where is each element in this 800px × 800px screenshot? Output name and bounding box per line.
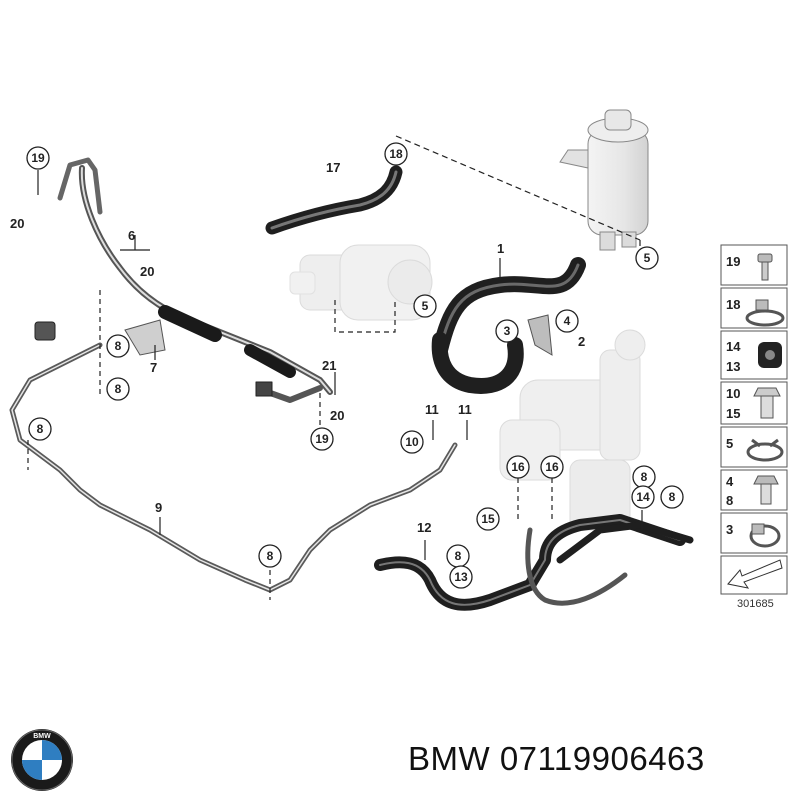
callout-19-top: 19: [26, 146, 50, 170]
svg-text:4: 4: [726, 474, 734, 489]
leader-lines: [27, 135, 643, 600]
callout-14: 14: [631, 485, 655, 509]
svg-text:8: 8: [669, 490, 676, 504]
svg-text:10: 10: [726, 386, 740, 401]
svg-text:19: 19: [31, 151, 45, 165]
callout-8-a: 8: [106, 334, 130, 358]
svg-text:16: 16: [545, 460, 559, 474]
callout-4: 4: [555, 309, 579, 333]
svg-text:8: 8: [115, 382, 122, 396]
label-21: 21: [322, 358, 336, 373]
legend-direction-arrow: [720, 555, 788, 595]
hoses: [9, 157, 694, 611]
hex-bolt-icon: [753, 475, 779, 505]
hose-clamp-icon: [745, 299, 785, 327]
callout-3: 3: [495, 319, 519, 343]
svg-text:BMW: BMW: [33, 733, 51, 740]
svg-text:14: 14: [636, 490, 650, 504]
svg-text:15: 15: [481, 512, 495, 526]
bracket-2: [527, 314, 553, 356]
svg-text:8: 8: [641, 470, 648, 484]
label-11-right: 11: [458, 402, 472, 417]
bracket-7: [124, 319, 166, 356]
callout-8-c: 8: [28, 417, 52, 441]
svg-text:5: 5: [644, 251, 651, 265]
callout-16-right: 16: [540, 455, 564, 479]
legend-row-4-8: 4 8: [720, 469, 788, 511]
label-11-left: 11: [425, 402, 439, 417]
callout-8-d: 8: [258, 544, 282, 568]
svg-text:13: 13: [726, 359, 740, 374]
callout-8-f: 8: [632, 465, 656, 489]
callout-5-tank: 5: [635, 246, 659, 270]
callout-16-left: 16: [506, 455, 530, 479]
label-2: 2: [578, 334, 585, 349]
svg-text:5: 5: [726, 436, 733, 451]
label-20-mid: 20: [140, 264, 154, 279]
svg-text:8: 8: [267, 549, 274, 563]
label-6: 6: [128, 228, 135, 243]
svg-text:4: 4: [564, 314, 571, 328]
svg-text:8: 8: [726, 493, 733, 508]
callout-8-g: 8: [660, 485, 684, 509]
svg-text:14: 14: [726, 339, 741, 354]
legend-row-10-15: 10 15: [720, 381, 788, 425]
svg-text:10: 10: [405, 435, 419, 449]
reservoir-tank: [559, 109, 649, 251]
svg-text:15: 15: [726, 406, 740, 421]
svg-text:18: 18: [726, 297, 740, 312]
label-12: 12: [417, 520, 431, 535]
callout-5-pump: 5: [413, 294, 437, 318]
legend-row-14-13: 14 13: [720, 330, 788, 380]
legend-panel: 19 18 14 13 10 15: [720, 244, 788, 610]
banjo-bolt-icon: [753, 387, 781, 419]
callout-8-b: 8: [106, 377, 130, 401]
callout-10: 10: [400, 430, 424, 454]
legend-row-5: 5: [720, 426, 788, 468]
rubber-mount-part: [34, 321, 56, 341]
callout-8-e: 8: [446, 544, 470, 568]
svg-text:8: 8: [37, 422, 44, 436]
legend-row-19: 19: [720, 244, 788, 286]
label-1: 1: [497, 241, 504, 256]
bolt-icon: [757, 253, 773, 281]
legend-row-3: 3: [720, 512, 788, 554]
label-17: 17: [326, 160, 340, 175]
callout-15: 15: [476, 507, 500, 531]
callout-18: 18: [384, 142, 408, 166]
legend-row-18: 18: [720, 287, 788, 329]
svg-text:19: 19: [726, 254, 740, 269]
svg-text:5: 5: [422, 299, 429, 313]
bmw-logo: BMW: [11, 729, 73, 791]
svg-text:13: 13: [454, 570, 468, 584]
label-9: 9: [155, 500, 162, 515]
spring-clamp-icon: [746, 438, 784, 462]
pump-ghost: [289, 244, 433, 321]
svg-text:8: 8: [115, 339, 122, 353]
diagram-ref-number: 301685: [737, 598, 774, 610]
label-20-top: 20: [10, 216, 24, 231]
svg-text:3: 3: [504, 324, 511, 338]
callout-19-lower: 19: [310, 427, 334, 451]
svg-text:16: 16: [511, 460, 525, 474]
rubber-mount-icon: [758, 342, 782, 368]
svg-text:19: 19: [315, 432, 329, 446]
label-20-lower: 20: [330, 408, 344, 423]
callout-13: 13: [449, 565, 473, 589]
part-number-caption: BMW 07119906463: [408, 740, 705, 777]
svg-text:3: 3: [726, 522, 733, 537]
worm-clamp-icon: [749, 523, 781, 548]
svg-text:8: 8: [455, 549, 462, 563]
label-7: 7: [150, 360, 157, 375]
svg-text:18: 18: [389, 147, 403, 161]
